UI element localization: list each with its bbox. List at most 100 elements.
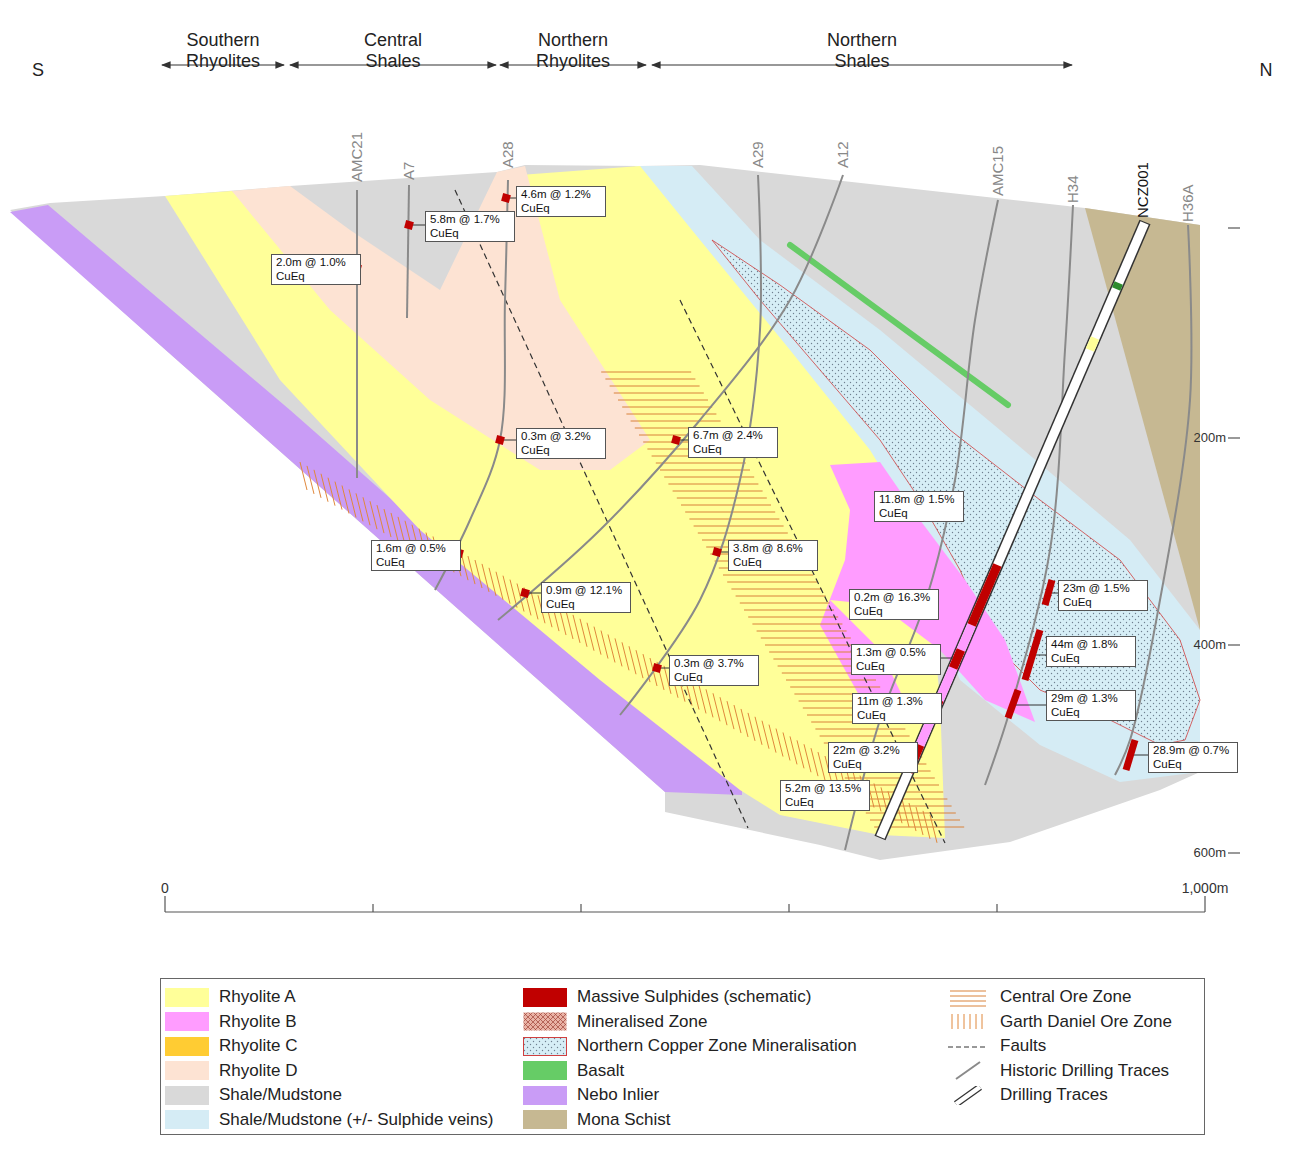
central-ore-hatch <box>820 736 910 737</box>
assay-text: 3.8m @ 8.6% CuEq <box>733 542 813 569</box>
legend-item: Shale/Mudstone <box>165 1085 342 1105</box>
legend-item: Drilling Traces <box>946 1085 1108 1105</box>
legend-swatch <box>165 1037 209 1056</box>
garth-daniel-hatch <box>566 611 573 639</box>
massive-sulphide <box>953 650 961 668</box>
assay-callout: 1.6m @ 0.5% CuEq <box>371 540 461 571</box>
garth-daniel-hatch <box>916 807 923 835</box>
sample-marker <box>495 435 505 445</box>
legend-item: Central Ore Zone <box>946 987 1131 1007</box>
garth-daniel-hatch <box>517 584 524 612</box>
domain-label: Northern Shales <box>812 30 912 72</box>
domain-label: Southern Rhyolites <box>173 30 273 72</box>
legend-sample <box>946 1037 990 1056</box>
assay-callout: 5.2m @ 13.5% CuEq <box>780 780 870 811</box>
legend-item: Garth Daniel Ore Zone <box>946 1012 1172 1032</box>
garth-daniel-hatch <box>580 619 587 647</box>
garth-daniel-hatch <box>496 572 503 600</box>
legend-sample-graphic <box>946 1061 990 1080</box>
central-ore-hatch <box>668 484 758 485</box>
central-ore-hatch <box>862 806 952 807</box>
central-ore-hatch <box>622 407 712 408</box>
hole-label: A29 <box>749 141 767 168</box>
central-ore-hatch <box>731 589 821 590</box>
legend-sample-graphic <box>946 988 990 1007</box>
central-ore-hatch <box>660 470 750 471</box>
garth-daniel-hatch <box>797 740 804 768</box>
central-ore-hatch <box>656 463 746 464</box>
legend-item: Shale/Mudstone (+/- Sulphide veins) <box>165 1110 494 1130</box>
scale-tick <box>164 896 165 912</box>
assay-callout: 3.8m @ 8.6% CuEq <box>728 540 818 571</box>
assay-text: 0.3m @ 3.7% CuEq <box>674 657 754 684</box>
direction-label: S <box>32 60 44 81</box>
assay-text: 1.6m @ 0.5% CuEq <box>376 542 456 569</box>
leader-line <box>661 668 669 669</box>
assay-text: 0.9m @ 12.1% CuEq <box>546 584 626 611</box>
legend-item: Massive Sulphides (schematic) <box>523 987 811 1007</box>
fault-line <box>680 300 945 843</box>
garth-daniel-hatch <box>482 564 489 592</box>
scale-tick <box>996 904 997 912</box>
leader-line <box>680 440 688 441</box>
assay-text: 0.2m @ 16.3% CuEq <box>854 591 934 618</box>
garth-daniel-hatch <box>783 732 790 760</box>
assay-text: 28.9m @ 0.7% CuEq <box>1153 744 1233 771</box>
legend-sample <box>946 1086 990 1105</box>
legend-sample-graphic <box>946 1012 990 1031</box>
central-ore-hatch <box>790 687 880 688</box>
legend-item: Northern Copper Zone Mineralisation <box>523 1036 857 1056</box>
legend-swatch <box>165 988 209 1007</box>
garth-daniel-hatch <box>902 799 909 827</box>
legend-sample <box>523 1012 567 1031</box>
shale-unit <box>10 165 1200 860</box>
garth-daniel-hatch <box>391 513 398 541</box>
drill-core-rhyolite <box>1090 338 1095 350</box>
hole-label: H34 <box>1064 175 1082 203</box>
assay-text: 5.2m @ 13.5% CuEq <box>785 782 865 809</box>
garth-daniel-hatch <box>804 744 811 772</box>
legend-text: Garth Daniel Ore Zone <box>1000 1012 1172 1032</box>
central-ore-hatch <box>761 638 851 639</box>
central-ore-hatch <box>618 400 708 401</box>
garth-daniel-hatch <box>622 642 629 670</box>
garth-daniel-hatch <box>531 591 538 619</box>
sample-marker <box>520 588 530 598</box>
legend-text: Nebo Inlier <box>577 1085 659 1105</box>
garth-daniel-hatch <box>776 729 783 757</box>
hole-label: AMC21 <box>348 132 366 182</box>
garth-daniel-hatch <box>720 697 727 725</box>
central-ore-hatch <box>694 526 784 527</box>
historic-drill-trace <box>356 190 358 478</box>
rhyolite-a <box>165 166 945 838</box>
leader-lines <box>353 198 1148 788</box>
garth-daniel-hatch <box>629 646 636 674</box>
legend-text: Mineralised Zone <box>577 1012 707 1032</box>
garth-daniel-hatch <box>475 560 482 588</box>
assay-callout: 11.8m @ 1.5% CuEq <box>874 491 964 522</box>
assay-callout: 0.3m @ 3.2% CuEq <box>516 428 606 459</box>
copper-zone <box>712 240 1200 745</box>
basalt-dyke <box>790 245 1008 405</box>
garth-daniel-hatch <box>706 689 713 717</box>
depth-tick <box>1228 437 1240 438</box>
garth-daniel-hatch <box>930 815 937 843</box>
legend-item: Rhyolite B <box>165 1012 296 1032</box>
leader-line <box>504 440 516 441</box>
garth-daniel-hatch <box>790 736 797 764</box>
legend-text: Rhyolite B <box>219 1012 296 1032</box>
central-ore-hatch <box>631 421 721 422</box>
central-ore-hatch <box>673 491 763 492</box>
hole-label: NCZ001 <box>1134 162 1152 218</box>
legend-item: Rhyolite A <box>165 987 296 1007</box>
leader-line <box>529 593 541 594</box>
garth-daniel-hatch <box>699 685 706 713</box>
central-ore-hatch <box>765 645 855 646</box>
leader-line <box>941 658 953 659</box>
drill-core-basalt <box>1116 283 1119 289</box>
sample-marker <box>652 663 662 673</box>
garth-daniel-hatch <box>608 634 615 662</box>
legend-sample-graphic <box>523 1012 567 1031</box>
legend-item: Nebo Inlier <box>523 1085 659 1105</box>
